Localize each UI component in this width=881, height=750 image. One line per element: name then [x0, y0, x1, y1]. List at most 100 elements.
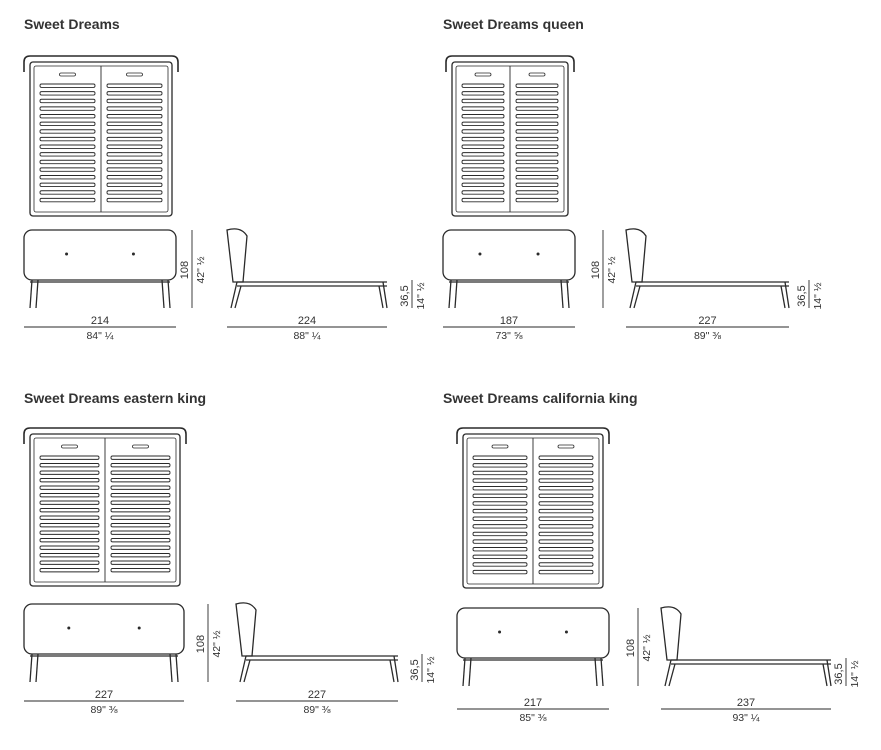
bed-length-metric: 237 [737, 697, 755, 709]
leg [784, 281, 790, 309]
headboard-height-imperial: 42" ½ [211, 630, 223, 657]
slat [39, 167, 96, 172]
slat [39, 530, 100, 535]
handle-slot [126, 72, 143, 77]
handle-slot [61, 444, 78, 449]
headboard-top-outline [23, 427, 187, 444]
slat [106, 152, 163, 157]
slat [110, 538, 171, 543]
slat [106, 159, 163, 165]
slat [110, 463, 171, 468]
leg [239, 655, 247, 683]
slat [538, 547, 594, 552]
slat [461, 190, 505, 195]
slat [39, 91, 96, 96]
slat [472, 486, 528, 491]
headboard-height-imperial: 42" ½ [195, 256, 207, 283]
headboard-top-outline [23, 55, 179, 72]
leg [668, 663, 676, 687]
leg [822, 663, 828, 687]
leg [389, 659, 395, 683]
bed-frame-outline [29, 61, 173, 217]
tuft-button [131, 252, 135, 256]
slat [472, 547, 528, 552]
slat [110, 478, 171, 483]
bed-width-metric: 214 [91, 315, 109, 327]
bed-width-metric: 217 [524, 697, 542, 709]
bed-side-view [625, 228, 790, 309]
headboard-top-outline [445, 55, 575, 72]
leg [780, 285, 786, 309]
slat [110, 523, 171, 528]
dimension-lines [24, 604, 423, 702]
rail-height-imperial: 14" ½ [849, 660, 861, 687]
slat [106, 114, 163, 119]
bed-frame-outline [29, 433, 181, 587]
slat [39, 508, 100, 513]
slat [461, 106, 505, 111]
leg [566, 279, 570, 309]
bed-side-view [660, 606, 832, 687]
slat [472, 501, 528, 506]
leg [161, 279, 165, 309]
slat [110, 530, 171, 535]
slat [461, 136, 505, 142]
slat [515, 144, 559, 149]
headboard-side [625, 228, 647, 283]
slat [515, 190, 559, 195]
slat [538, 508, 594, 514]
panel-title: Sweet Dreams california king [443, 390, 638, 406]
slat [472, 569, 528, 575]
slat [472, 516, 528, 521]
slat [538, 539, 594, 544]
leg [382, 281, 388, 309]
panel-sweet-dreams-eastern-king: Sweet Dreams eastern king 108 42" ½ 36,5… [23, 390, 444, 750]
slat [39, 523, 100, 528]
leg [664, 659, 672, 687]
headboard-front [456, 607, 610, 659]
leg [175, 653, 179, 683]
bed-front-view [23, 229, 177, 309]
bed-drawing: 108 42" ½ 36,5 14" ½ 217 85" ⅜ 237 93" ¼ [456, 427, 861, 724]
slat [461, 182, 505, 188]
bed-frame-outline [462, 433, 604, 589]
leg [633, 285, 641, 309]
slat [461, 98, 505, 104]
slat [39, 190, 96, 195]
bed-side-view [226, 228, 388, 309]
slat [39, 159, 96, 165]
headboard-height-imperial: 42" ½ [641, 634, 653, 661]
rail-height-imperial: 14" ½ [425, 656, 437, 683]
bed-front-view [456, 607, 610, 687]
leg [560, 279, 564, 309]
slat [39, 568, 100, 573]
headboard-height-imperial: 42" ½ [606, 256, 618, 283]
bed-drawing: 108 42" ½ 36,5 14" ½ 187 73" ⅝ 227 89" ⅜ [442, 55, 824, 342]
slat [515, 114, 559, 119]
headboard-top-outline [456, 427, 610, 444]
rail-height-metric: 36,5 [399, 285, 411, 306]
slat [538, 463, 594, 468]
slat [39, 560, 100, 565]
bed-length-imperial: 89" ⅜ [303, 704, 330, 716]
panel-sweet-dreams: Sweet Dreams 108 42" ½ 36,5 14" ½ 214 84… [23, 16, 444, 376]
slat [39, 545, 100, 550]
slat [538, 554, 594, 560]
slat [110, 493, 171, 498]
slat [39, 136, 96, 142]
headboard-height-metric: 108 [179, 261, 191, 279]
leg [629, 281, 637, 309]
handle-slot [557, 444, 575, 449]
rail-height-metric: 36,5 [409, 659, 421, 680]
leg [234, 285, 242, 309]
slat [461, 197, 505, 203]
slat [538, 562, 594, 567]
dimension-lines [443, 230, 810, 328]
leg [35, 653, 39, 683]
panel-title: Sweet Dreams [24, 16, 120, 32]
tuft-button [65, 252, 69, 256]
panel-title: Sweet Dreams eastern king [24, 390, 207, 406]
slat [106, 190, 163, 195]
slat [39, 538, 100, 543]
slat [515, 129, 559, 134]
